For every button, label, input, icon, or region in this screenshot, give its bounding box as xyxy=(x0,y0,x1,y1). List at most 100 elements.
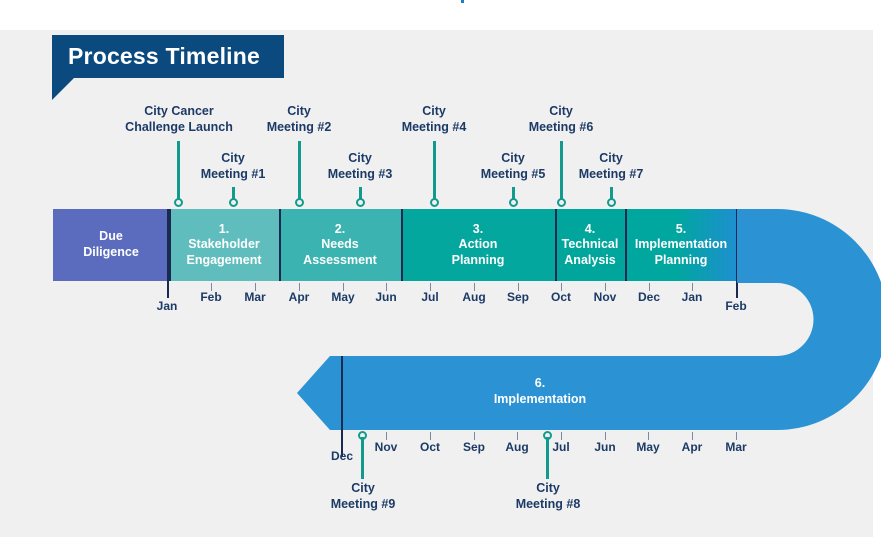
segment-1-stakeholder-engagement[interactable]: 1. Stakeholder Engagement xyxy=(169,209,279,281)
meeting-label-line1: City xyxy=(422,104,446,118)
month-label: Jul xyxy=(552,440,570,454)
meeting-label-line2: Meeting #8 xyxy=(515,496,581,511)
meeting-stem-m3 xyxy=(359,187,362,201)
stray-pixel-artifact xyxy=(461,0,464,3)
segment-label: Implementation xyxy=(493,392,587,407)
month-label: Jun xyxy=(594,440,616,454)
bottom-dec-divider xyxy=(341,356,343,456)
segment-label-line2: Planning xyxy=(451,252,505,267)
segment-4-technical-analysis[interactable]: 4. Technical Analysis xyxy=(555,209,625,281)
meeting-stem-m9 xyxy=(361,437,364,479)
meeting-label-line1: City xyxy=(351,481,375,495)
timeline-uturn-curve xyxy=(737,209,881,430)
meeting-dot-m2[interactable] xyxy=(295,198,304,207)
meeting-label-line1: City xyxy=(501,151,525,165)
segment-label-line2: Diligence xyxy=(83,245,139,259)
meeting-dot-m4[interactable] xyxy=(430,198,439,207)
month-label: Oct xyxy=(550,290,571,304)
segment-divider xyxy=(401,209,403,281)
month-label: Sep xyxy=(462,440,485,454)
month-tick xyxy=(518,283,519,291)
month-label: Feb xyxy=(725,299,747,313)
month-label: Mar xyxy=(725,440,747,454)
title-banner: Process Timeline xyxy=(52,35,284,78)
month-label: May xyxy=(331,290,355,304)
month-label: Aug xyxy=(505,440,529,454)
month-tick xyxy=(299,283,300,291)
meeting-label-launch: City Cancer Challenge Launch xyxy=(105,104,253,135)
meeting-stem-m4 xyxy=(433,141,436,201)
meeting-stem-m2 xyxy=(298,141,301,201)
segment-number: 4. xyxy=(584,221,596,236)
month-tick xyxy=(605,283,606,291)
meeting-stem-launch xyxy=(177,141,180,201)
meeting-label-m9: City Meeting #9 xyxy=(312,481,414,512)
meeting-stem-m8 xyxy=(546,437,549,479)
segment-6-implementation: 6. Implementation xyxy=(470,375,610,408)
page-title: Process Timeline xyxy=(68,43,260,69)
segment-number: 3. xyxy=(472,221,484,236)
month-label: Jun xyxy=(375,290,397,304)
top-timeline-bar: Due Diligence 1. Stakeholder Engagement … xyxy=(53,209,737,281)
month-label: Sep xyxy=(506,290,529,304)
month-label: Mar xyxy=(244,290,266,304)
month-label: Jan xyxy=(156,299,178,313)
segment-divider xyxy=(169,209,171,281)
meeting-label-line1: City xyxy=(221,151,245,165)
meeting-stem-m1 xyxy=(232,187,235,201)
meeting-label-line1: City xyxy=(536,481,560,495)
bottom-timeline-bar[interactable] xyxy=(297,356,739,430)
meeting-dot-m1[interactable] xyxy=(229,198,238,207)
meeting-dot-launch[interactable] xyxy=(174,198,183,207)
month-tick xyxy=(692,432,693,440)
segment-number: 1. xyxy=(218,221,230,236)
meeting-label-m4: City Meeting #4 xyxy=(383,104,485,135)
month-tick xyxy=(386,283,387,291)
month-label: Jan xyxy=(681,290,703,304)
segment-2-needs-assessment[interactable]: 2. Needs Assessment xyxy=(279,209,401,281)
feb-marker-line xyxy=(736,209,738,298)
meeting-label-line1: City xyxy=(549,104,573,118)
meeting-label-line2: Meeting #7 xyxy=(578,166,644,181)
segment-5-implementation-planning[interactable]: 5. Implementation Planning xyxy=(625,209,737,281)
meeting-label-line2: Meeting #4 xyxy=(401,119,467,134)
month-tick xyxy=(605,432,606,440)
month-tick xyxy=(561,283,562,291)
canvas-background xyxy=(0,30,873,537)
segment-3-action-planning[interactable]: 3. Action Planning xyxy=(401,209,555,281)
meeting-label-m5: City Meeting #5 xyxy=(462,151,564,182)
meeting-dot-m7[interactable] xyxy=(607,198,616,207)
segment-label-line1: Due xyxy=(99,229,123,244)
meeting-stem-m6 xyxy=(560,141,563,201)
segment-label-line1: Needs xyxy=(321,237,359,252)
month-label: Oct xyxy=(419,440,440,454)
month-tick xyxy=(517,432,518,440)
segment-label-line2: Planning xyxy=(654,252,708,267)
meeting-label-line2: Meeting #6 xyxy=(528,119,594,134)
segment-due-diligence[interactable]: Due Diligence xyxy=(53,209,169,281)
meeting-label-line1: City Cancer xyxy=(144,104,214,118)
month-tick xyxy=(430,432,431,440)
month-tick xyxy=(692,283,693,291)
meeting-label-m6: City Meeting #6 xyxy=(510,104,612,135)
month-tick xyxy=(736,432,737,440)
month-label: May xyxy=(636,440,660,454)
month-tick xyxy=(211,283,212,291)
segment-label-line2: Engagement xyxy=(186,252,262,267)
meeting-label-m7: City Meeting #7 xyxy=(560,151,662,182)
meeting-dot-m6[interactable] xyxy=(557,198,566,207)
segment-label-line2: Analysis xyxy=(564,252,616,267)
month-label: Nov xyxy=(593,290,617,304)
meeting-dot-m3[interactable] xyxy=(356,198,365,207)
meeting-dot-m5[interactable] xyxy=(509,198,518,207)
meeting-stem-m7 xyxy=(610,187,613,201)
meeting-label-line2: Meeting #1 xyxy=(200,166,266,181)
month-tick xyxy=(430,283,431,291)
month-label: Apr xyxy=(288,290,310,304)
month-label: Apr xyxy=(681,440,703,454)
meeting-label-line2: Challenge Launch xyxy=(125,119,233,134)
segment-label-line1: Technical xyxy=(561,237,619,252)
month-label: Nov xyxy=(374,440,398,454)
meeting-label-line1: City xyxy=(348,151,372,165)
